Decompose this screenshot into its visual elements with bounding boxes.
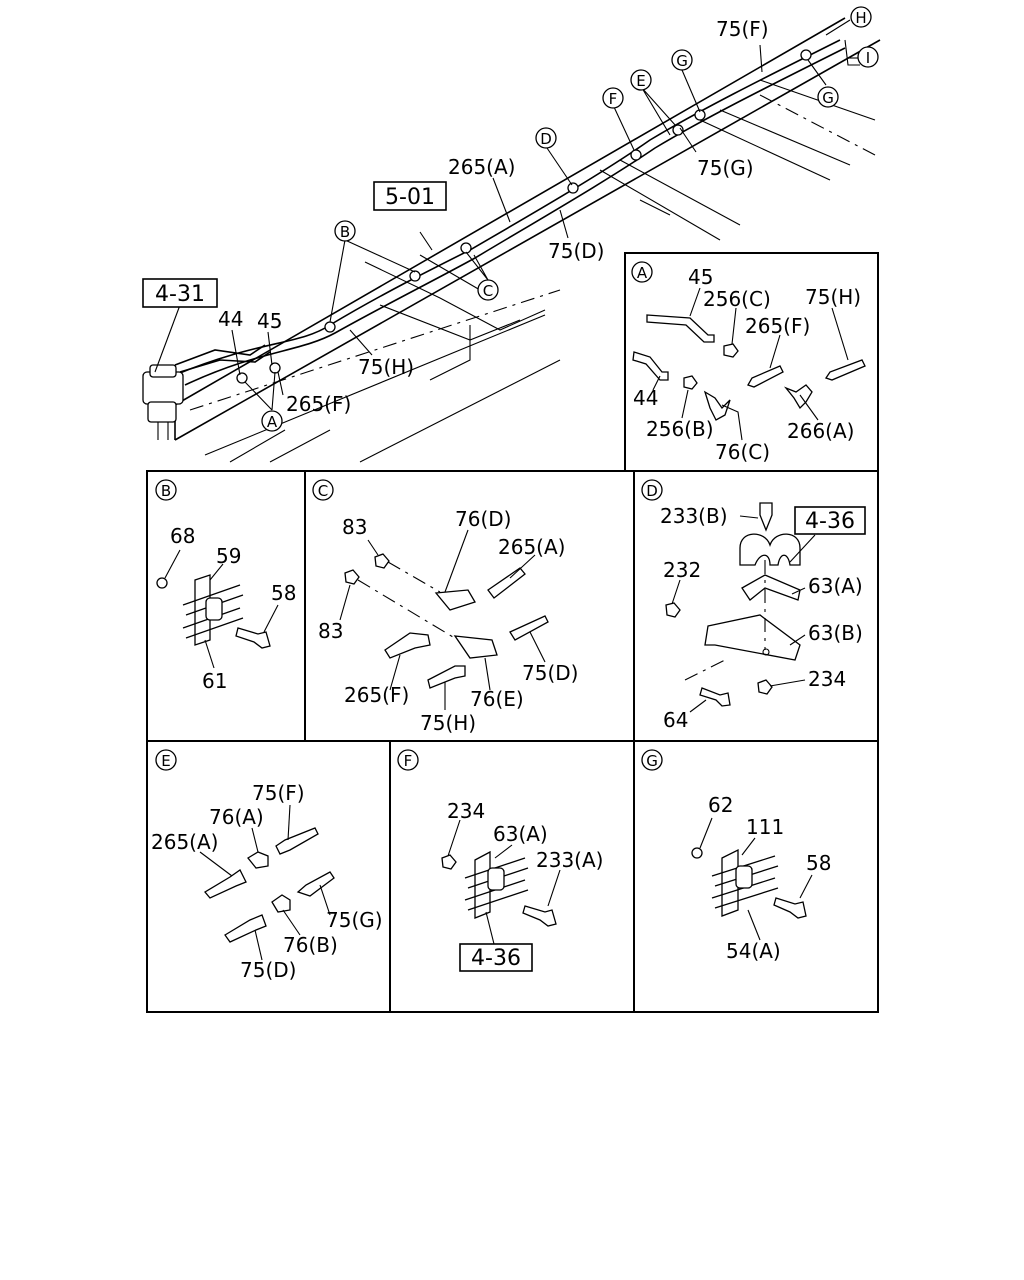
callout-c[interactable]: C — [477, 279, 499, 301]
detail-g-marker: G — [641, 749, 663, 771]
svg-text:C: C — [483, 282, 493, 300]
detail-b: B 68 59 58 61 — [155, 479, 296, 693]
svg-text:D: D — [646, 482, 658, 500]
svg-text:I: I — [866, 49, 870, 67]
main-overview: 4-31 5-01 75(F) 265(A) 75(D) 75(G) 44 45… — [142, 6, 881, 463]
label-f-234: 234 — [447, 799, 485, 823]
label-b-58: 58 — [271, 581, 296, 605]
detail-f-marker: F — [397, 749, 419, 771]
reference-box-5-01[interactable]: 5-01 — [373, 181, 447, 211]
reference-5-01: 5-01 — [385, 185, 435, 210]
callout-f[interactable]: F — [602, 87, 624, 109]
label-c-75d: 75(D) — [522, 661, 578, 685]
label-f-233a: 233(A) — [536, 848, 603, 872]
svg-text:A: A — [267, 413, 278, 431]
detail-c-marker: C — [312, 479, 334, 501]
label-g-58: 58 — [806, 851, 831, 875]
svg-text:B: B — [340, 223, 350, 241]
label-a-75h: 75(H) — [805, 285, 861, 309]
svg-text:G: G — [676, 52, 688, 70]
svg-text:G: G — [822, 89, 834, 107]
callout-g-bottom[interactable]: G — [817, 86, 839, 108]
svg-text:F: F — [404, 752, 413, 770]
label-c-265f: 265(F) — [344, 683, 409, 707]
label-e-76a: 76(A) — [209, 805, 264, 829]
label-a-45: 45 — [688, 265, 713, 289]
detail-d-marker: D — [641, 479, 663, 501]
label-d-234: 234 — [808, 667, 846, 691]
label-a-76c: 76(C) — [715, 440, 770, 464]
callout-i[interactable]: I — [857, 46, 879, 68]
label-g-54a: 54(A) — [726, 939, 781, 963]
label-d-64: 64 — [663, 708, 688, 732]
detail-a: A 45 256(C) 75(H) 265(F) 44 256(B) 266(A… — [631, 261, 866, 464]
label-a-266a: 266(A) — [787, 419, 854, 443]
label-44-main: 44 — [218, 307, 243, 331]
label-a-256b: 256(B) — [646, 417, 714, 441]
label-g-62: 62 — [708, 793, 733, 817]
callout-e[interactable]: E — [630, 69, 652, 91]
label-d-232: 232 — [663, 558, 701, 582]
label-a-44: 44 — [633, 386, 658, 410]
label-c-75h: 75(H) — [420, 711, 476, 735]
svg-text:F: F — [609, 90, 618, 108]
label-d-63a: 63(A) — [808, 574, 863, 598]
label-75f-main: 75(F) — [716, 17, 769, 41]
label-e-75d: 75(D) — [240, 958, 296, 982]
label-e-75g: 75(G) — [326, 908, 383, 932]
label-75g-main: 75(G) — [697, 156, 754, 180]
label-d-63b: 63(B) — [808, 621, 863, 645]
reference-4-31: 4-31 — [155, 282, 205, 307]
label-75d-main: 75(D) — [548, 239, 604, 263]
detail-e: E 75(F) 76(A) 265(A) 75(G) 76(B) 75(D) — [151, 749, 383, 982]
detail-b-marker: B — [155, 479, 177, 501]
callout-h[interactable]: H — [850, 6, 872, 28]
reference-box-4-31[interactable]: 4-31 — [142, 278, 218, 308]
detail-e-marker: E — [155, 749, 177, 771]
callout-b[interactable]: B — [334, 220, 356, 242]
callout-d[interactable]: D — [535, 127, 557, 149]
label-a-265f: 265(F) — [745, 314, 810, 338]
svg-text:C: C — [318, 482, 328, 500]
reference-4-36-d: 4-36 — [805, 509, 855, 534]
label-e-76b: 76(B) — [283, 933, 338, 957]
reference-4-36-f: 4-36 — [471, 946, 521, 971]
label-g-111: 111 — [746, 815, 784, 839]
label-a-256c: 256(C) — [703, 287, 771, 311]
label-c-83-bottom: 83 — [318, 619, 343, 643]
detail-d: D 4-36 233(B) 232 63(A) 63(B) 234 64 — [641, 479, 866, 732]
reference-box-4-36-d[interactable]: 4-36 — [794, 506, 866, 535]
svg-text:E: E — [161, 752, 170, 770]
detail-c: C 83 76(D) 265(A) 83 75(D) 265(F) 76(E) … — [312, 479, 578, 735]
detail-g: G 62 111 58 54(A) — [641, 749, 831, 963]
detail-grid — [146, 252, 879, 1013]
label-d-233b: 233(B) — [660, 504, 728, 528]
svg-text:E: E — [636, 72, 645, 90]
svg-text:B: B — [161, 482, 171, 500]
label-b-68: 68 — [170, 524, 195, 548]
label-265f-main: 265(F) — [286, 392, 351, 416]
svg-text:G: G — [646, 752, 658, 770]
svg-text:A: A — [637, 264, 648, 282]
label-c-265a: 265(A) — [498, 535, 565, 559]
callout-g-top[interactable]: G — [671, 49, 693, 71]
reference-box-4-36-f[interactable]: 4-36 — [459, 943, 533, 972]
label-75h-main: 75(H) — [358, 355, 414, 379]
label-b-61: 61 — [202, 669, 227, 693]
svg-text:D: D — [540, 130, 552, 148]
label-c-76d: 76(D) — [455, 507, 511, 531]
label-e-265a: 265(A) — [151, 830, 218, 854]
callout-a[interactable]: A — [261, 410, 283, 432]
label-e-75f: 75(F) — [252, 781, 305, 805]
detail-a-marker: A — [631, 261, 653, 283]
label-f-63a: 63(A) — [493, 822, 548, 846]
label-c-83-top: 83 — [342, 515, 367, 539]
detail-f: F 4-36 234 63(A) 233(A) — [397, 749, 603, 972]
svg-text:H: H — [855, 9, 866, 27]
label-b-59: 59 — [216, 544, 241, 568]
label-c-76e: 76(E) — [470, 687, 524, 711]
label-265a-main: 265(A) — [448, 155, 515, 179]
label-45-main: 45 — [257, 309, 282, 333]
